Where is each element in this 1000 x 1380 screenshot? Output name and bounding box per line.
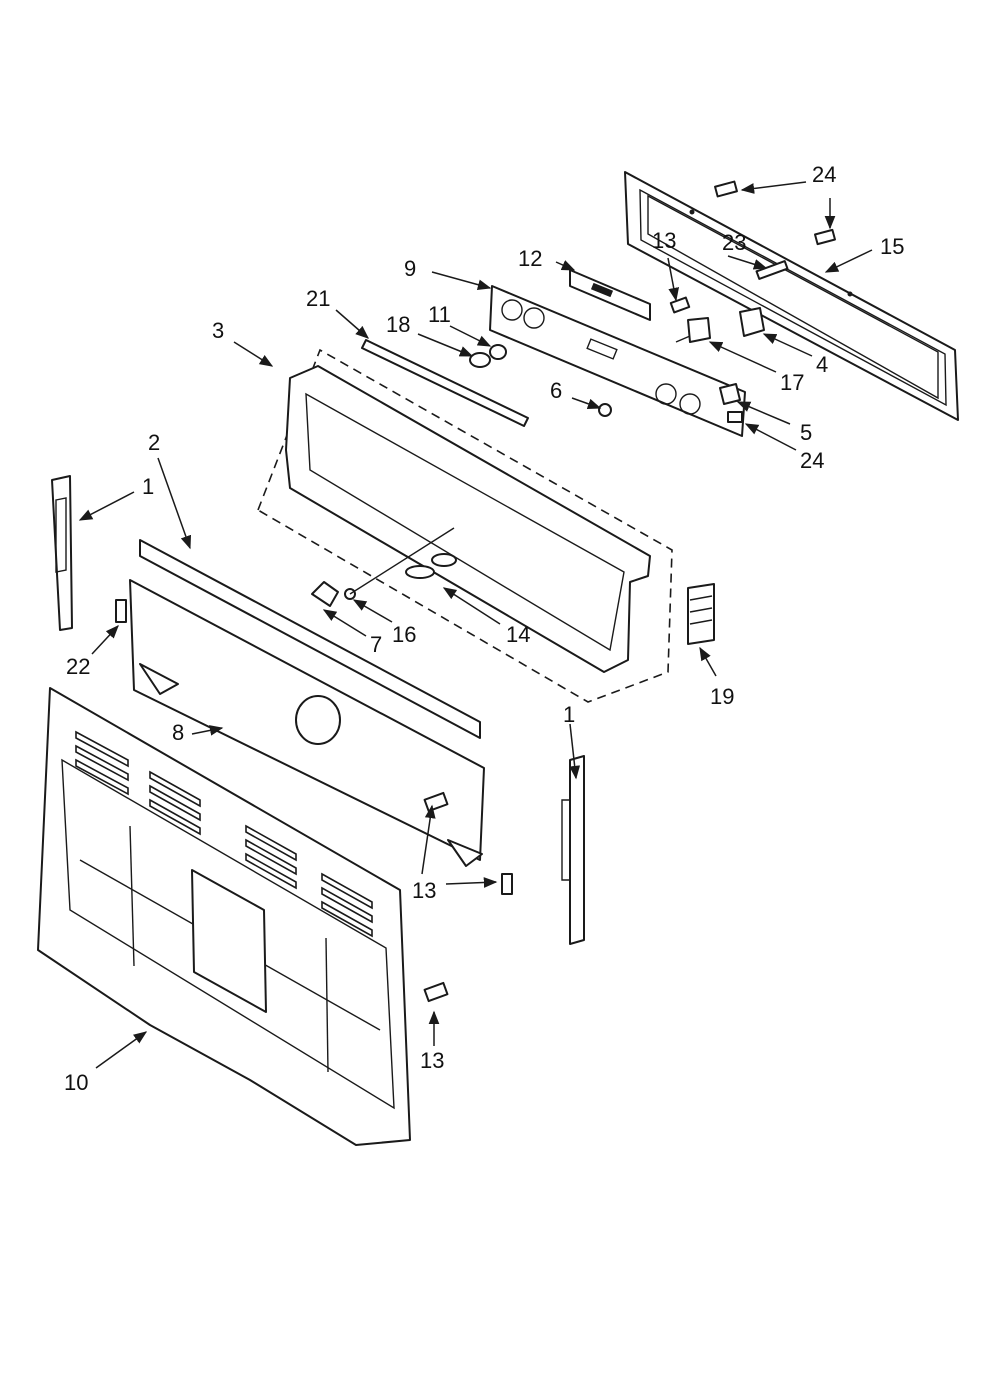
- callout-7: 7: [370, 632, 382, 657]
- small-components: [469, 296, 765, 423]
- trim-strip: [361, 339, 529, 427]
- leader-lines: [78, 181, 873, 1069]
- callout-1-left: 1: [142, 474, 154, 499]
- callout-6: 6: [550, 378, 562, 403]
- control-panel-overlay: [489, 269, 746, 437]
- callout-1-right: 1: [563, 702, 575, 727]
- rear-panel-frame: [624, 171, 959, 421]
- side-trim-right: [561, 755, 585, 945]
- callout-4: 4: [816, 352, 828, 377]
- callout-18: 18: [386, 312, 410, 337]
- callout-15: 15: [880, 234, 904, 259]
- callout-8: 8: [172, 720, 184, 745]
- callout-24-bottom: 24: [800, 448, 824, 473]
- callout-13-top: 13: [652, 228, 676, 253]
- callout-21: 21: [306, 286, 330, 311]
- callout-9: 9: [404, 256, 416, 281]
- side-trim-left: [51, 475, 73, 631]
- callout-23: 23: [722, 230, 746, 255]
- callout-2: 2: [148, 430, 160, 455]
- callout-16: 16: [392, 622, 416, 647]
- rear-panel-vents: [75, 730, 373, 938]
- rear-panel: [37, 687, 411, 1146]
- callout-24-top: 24: [812, 162, 836, 187]
- callout-17: 17: [780, 370, 804, 395]
- callout-19: 19: [710, 684, 734, 709]
- callout-11: 11: [428, 302, 451, 327]
- callout-labels: 24 24 13 23 15 9 12 21 18 11 3 4 17 6 5 …: [64, 162, 904, 1095]
- callout-10: 10: [64, 1070, 88, 1095]
- spring-clip: [687, 583, 715, 645]
- console-assembly: [257, 348, 673, 703]
- callout-13-mid: 13: [412, 878, 436, 903]
- callout-3: 3: [212, 318, 224, 343]
- callout-5: 5: [800, 420, 812, 445]
- callout-12: 12: [518, 246, 542, 271]
- callout-13-lower: 13: [420, 1048, 444, 1073]
- callout-14: 14: [506, 622, 530, 647]
- control-backing-panel: [129, 539, 485, 867]
- callout-22: 22: [66, 654, 90, 679]
